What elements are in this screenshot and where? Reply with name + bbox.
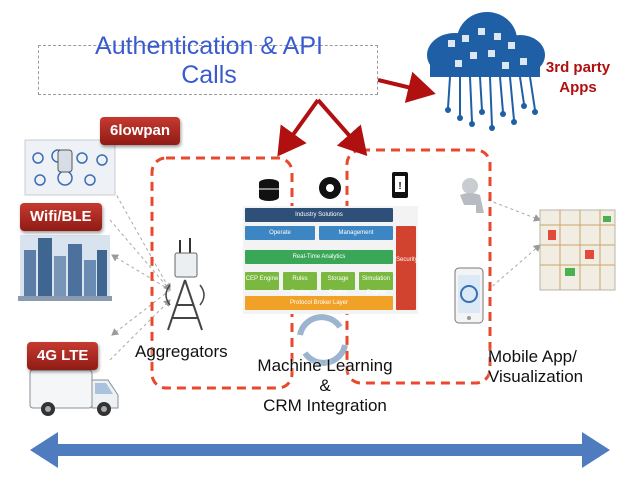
operate-label: Operate	[269, 230, 291, 236]
mobile-visualization-label: Mobile App/ Visualization	[488, 347, 618, 387]
aggregators-label: Aggregators	[135, 342, 228, 361]
arrow-to-aggregators	[277, 98, 320, 157]
title-heading: Authentication & API Calls	[40, 32, 378, 90]
mobile-line-1: Mobile App/	[488, 347, 577, 366]
third-party-line-1: 3rd party	[545, 59, 611, 76]
ml-line-3: CRM Integration	[263, 396, 387, 415]
database-icon	[259, 179, 279, 201]
machine-learning-label: Machine Learning & CRM Integration	[240, 356, 410, 416]
title-line-2: Calls	[181, 61, 237, 89]
svg-text:!: !	[398, 181, 401, 192]
title-dashed-box	[38, 45, 378, 95]
arrow-to-platform	[316, 98, 368, 157]
security-label: Security	[396, 257, 418, 263]
management-label: Management	[338, 230, 374, 236]
storage-engine-bar: Storage Engine	[321, 272, 355, 296]
ml-line-1: Machine Learning	[257, 356, 393, 375]
dashed-connectors	[107, 179, 541, 361]
cep-engine-label: CEP Engine	[245, 276, 279, 282]
storage-engine-label: Storage Engine	[327, 276, 349, 296]
smartphone-icon	[454, 267, 484, 324]
sensor-devices-icon	[24, 139, 116, 196]
industry-solutions-bar: Industry Solutions	[245, 208, 393, 222]
third-party-apps-label: 3rd party Apps	[530, 58, 626, 98]
management-bar: Management	[319, 226, 393, 240]
simulation-engine-label: Simulation Engine	[361, 276, 390, 296]
cycle-arrows-icon	[297, 314, 348, 366]
industry-solutions-label: Industry Solutions	[295, 212, 343, 218]
third-party-line-2: Apps	[559, 79, 597, 96]
rules-engine-bar: Rules Engine	[283, 272, 317, 296]
map-icon	[539, 209, 616, 291]
city-buildings-icon	[18, 235, 112, 301]
operate-bar: Operate	[245, 226, 315, 240]
aggregators-group-box	[150, 156, 294, 390]
user-figure-icon	[460, 178, 484, 213]
simulation-engine-bar: Simulation Engine	[359, 272, 393, 296]
realtime-analytics-label: Real-Time Analytics	[292, 254, 346, 260]
router-antenna-icon	[165, 238, 205, 331]
title-line-1: Authentication & API	[95, 32, 323, 60]
protocol-broker-label: Protocol Broker Layer	[289, 300, 349, 306]
protocol-broker-bar: Protocol Broker Layer	[245, 296, 393, 310]
platform-stack: Industry Solutions Operate Management Re…	[243, 206, 418, 314]
mobile-line-2: Visualization	[488, 367, 584, 386]
cep-engine-bar: CEP Engine	[245, 272, 279, 290]
ml-line-2: &	[319, 376, 331, 395]
badge-wifi-ble: Wifi/BLE	[20, 203, 102, 231]
realtime-analytics-bar: Real-Time Analytics	[245, 250, 393, 264]
phone-alert-icon: !	[392, 172, 408, 198]
security-bar: Security	[396, 226, 418, 310]
delivery-van-icon	[29, 369, 119, 416]
brain-gear-icon	[319, 177, 341, 199]
arrow-to-cloud	[377, 71, 436, 103]
rules-engine-label: Rules Engine	[290, 276, 310, 296]
cloud-apps-icon	[427, 12, 545, 131]
badge-4g-lte: 4G LTE	[27, 342, 99, 370]
badge-6lowpan: 6lowpan	[100, 117, 181, 145]
timeline-double-arrow	[30, 432, 610, 468]
